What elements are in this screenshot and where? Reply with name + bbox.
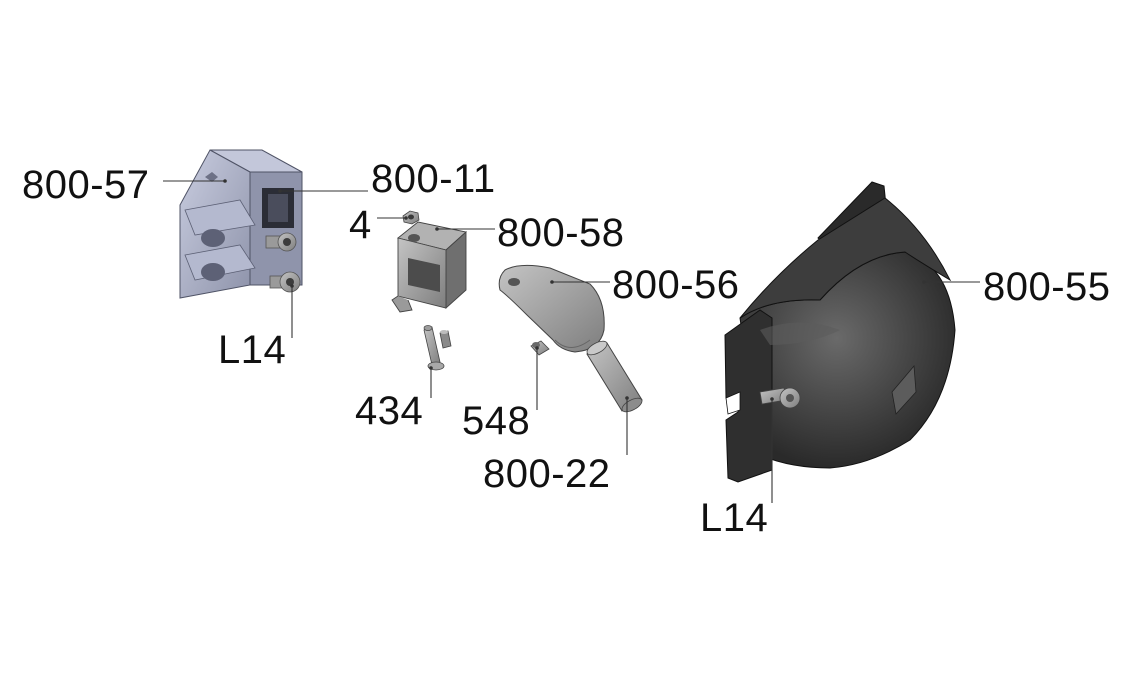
part-800-56-arm bbox=[498, 264, 605, 353]
callout-l14-left: L14 bbox=[218, 328, 287, 372]
part-800-22-sleeve bbox=[586, 340, 643, 413]
callout-800-57: 800-57 bbox=[22, 163, 150, 207]
part-4-nut bbox=[402, 210, 420, 225]
part-800-57-bracket bbox=[179, 149, 303, 299]
part-434-pin bbox=[423, 325, 452, 371]
callout-800-11: 800-11 bbox=[371, 157, 496, 201]
callout-800-56: 800-56 bbox=[612, 263, 740, 307]
callout-800-58: 800-58 bbox=[497, 211, 625, 255]
part-800-58-housing bbox=[391, 221, 467, 313]
screw-l14-right bbox=[759, 387, 801, 409]
callout-800-22: 800-22 bbox=[483, 452, 611, 496]
callout-434: 434 bbox=[355, 389, 424, 433]
leader-lines bbox=[163, 179, 980, 503]
callout-4: 4 bbox=[349, 203, 372, 247]
part-800-55-cover bbox=[724, 181, 956, 483]
screw-l14-left-lower bbox=[269, 271, 301, 293]
callout-800-55: 800-55 bbox=[983, 265, 1111, 309]
part-548-set-screw bbox=[530, 340, 550, 356]
callout-548: 548 bbox=[462, 399, 531, 443]
callout-l14-right: L14 bbox=[700, 496, 769, 540]
screw-l14-left-upper bbox=[265, 232, 297, 252]
